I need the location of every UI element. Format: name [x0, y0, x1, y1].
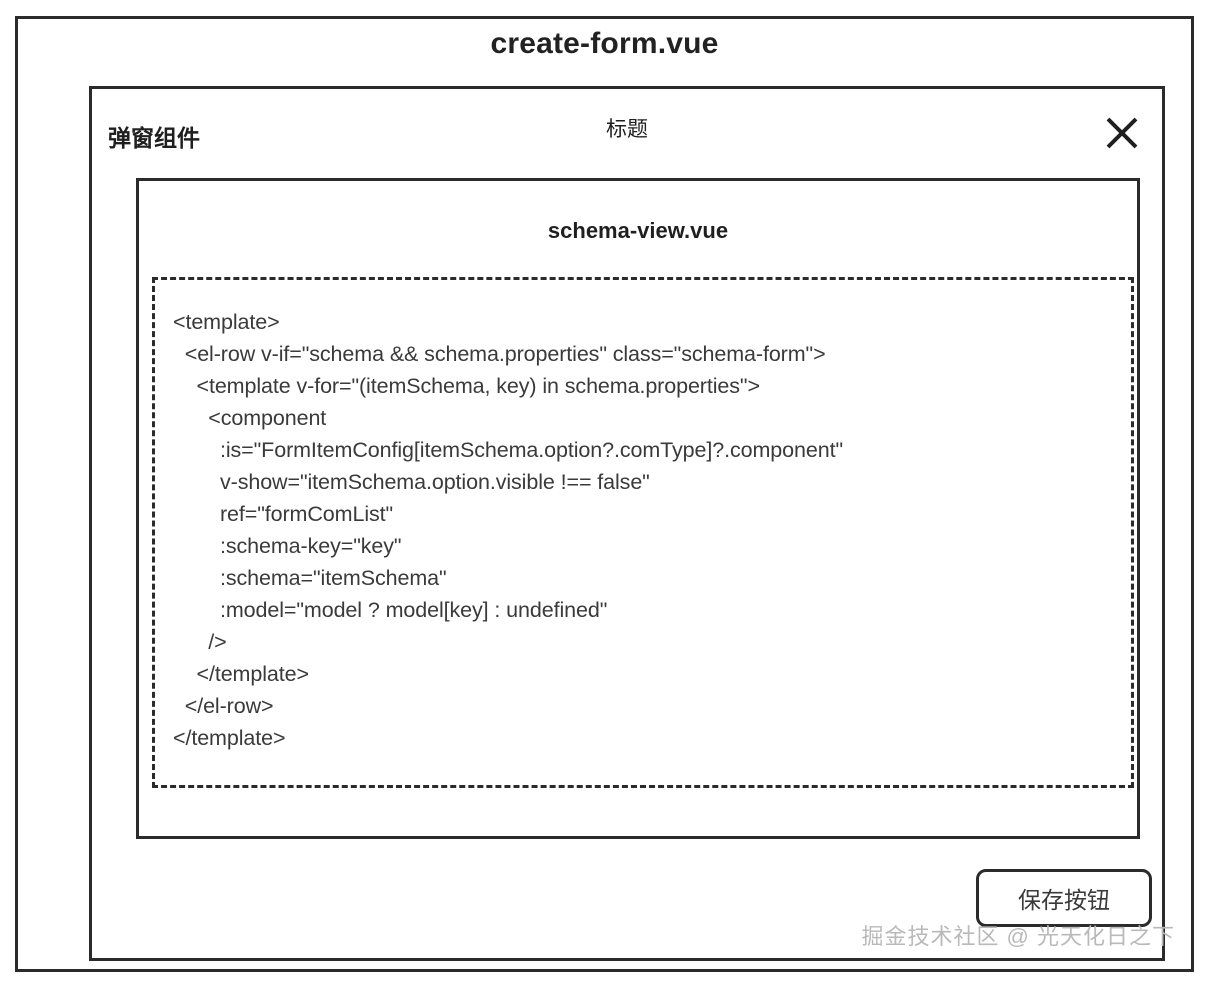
- save-button[interactable]: 保存按钮: [976, 869, 1152, 927]
- close-icon[interactable]: [1103, 114, 1141, 152]
- code-snippet-text: <template> <el-row v-if="schema && schem…: [173, 310, 843, 750]
- schema-view-title: schema-view.vue: [547, 218, 729, 243]
- modal-title: 标题: [606, 118, 648, 141]
- page-title: create-form.vue: [490, 27, 719, 60]
- schema-view-panel: schema-view.vue <template> <el-row v-if=…: [136, 178, 1140, 839]
- create-form-frame: create-form.vue 弹窗组件 标题 schema-view.vue …: [15, 16, 1194, 972]
- code-snippet-block: <template> <el-row v-if="schema && schem…: [152, 277, 1134, 788]
- modal-dialog-component: 弹窗组件 标题 schema-view.vue <template> <el-r…: [89, 86, 1165, 961]
- modal-component-label: 弹窗组件: [108, 125, 200, 151]
